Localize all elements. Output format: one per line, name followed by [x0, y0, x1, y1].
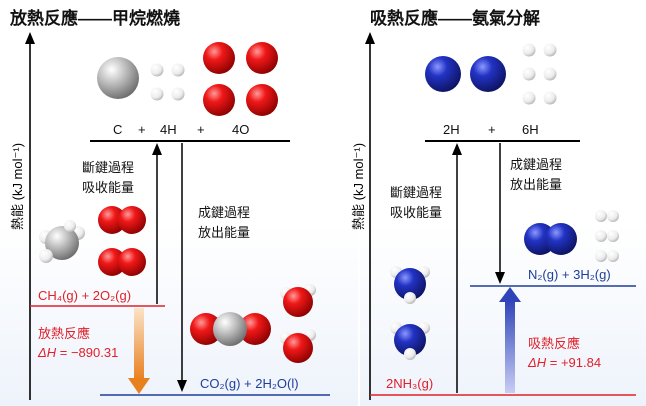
right-top-hydrogen: 6H	[522, 122, 539, 137]
carbon-dioxide-molecule	[190, 312, 271, 346]
endothermic-type-label: 吸熱反應	[528, 336, 581, 351]
right-top-nitrogen: 2H	[443, 122, 460, 137]
ammonia-molecule-2	[390, 322, 430, 360]
right-y-axis	[365, 32, 375, 400]
hydrogen-atoms-4	[150, 63, 185, 101]
ammonia-molecule-1	[390, 266, 430, 304]
water-molecule-1	[280, 284, 316, 317]
left-break-arrow	[152, 143, 162, 304]
left-form-label: 成鍵過程 放出能量	[198, 205, 251, 240]
left-reactants-label: CH₄(g) + 2O₂(g)	[38, 288, 132, 303]
left-y-axis	[25, 32, 35, 400]
right-break-label: 斷鍵過程 吸收能量	[390, 185, 443, 220]
right-products-label: N₂(g) + 3H₂(g)	[528, 267, 611, 282]
right-reactants-label: 2NH₃(g)	[386, 376, 434, 391]
right-form-label: 成鍵過程 放出能量	[510, 157, 563, 192]
hydrogen-molecules-3	[595, 210, 619, 262]
oxygen-molecule-2	[98, 248, 146, 276]
right-top-plus: +	[488, 122, 496, 137]
left-y-axis-label: 熱能 (kJ mol⁻¹)	[10, 142, 25, 230]
left-top-oxygen: 4O	[232, 122, 250, 137]
oxygen-atoms-4	[203, 42, 278, 116]
exothermic-type-label: 放熱反應	[38, 326, 91, 341]
endothermic-delta-h: ΔH = +91.84	[528, 355, 602, 370]
left-break-label: 斷鍵過程 吸收能量	[82, 160, 135, 195]
right-form-arrow	[495, 143, 505, 284]
left-top-hydrogen: 4H	[160, 122, 177, 137]
water-molecule-2	[280, 329, 316, 363]
carbon-atom	[97, 57, 139, 99]
right-break-arrow	[452, 143, 462, 393]
left-form-arrow	[177, 143, 187, 392]
right-y-axis-label: 熱能 (kJ mol⁻¹)	[351, 142, 366, 230]
exothermic-title: 放熱反應——甲烷燃燒	[10, 9, 180, 28]
hydrogen-atoms-6	[522, 43, 557, 105]
endothermic-delta-arrow	[499, 287, 521, 393]
endothermic-title: 吸熱反應——氨氣分解	[370, 9, 540, 28]
left-products-label: CO₂(g) + 2H₂O(l)	[200, 376, 299, 391]
exothermic-delta-arrow	[128, 308, 150, 394]
left-top-plus-1: +	[138, 122, 146, 137]
oxygen-molecule-1	[98, 206, 146, 234]
methane-molecule	[39, 220, 85, 263]
nitrogen-atoms-2	[425, 56, 506, 92]
left-top-carbon: C	[113, 122, 123, 137]
exothermic-delta-h: ΔH = −890.31	[38, 345, 119, 360]
left-top-plus-2: +	[197, 122, 205, 137]
nitrogen-molecule	[524, 223, 577, 255]
